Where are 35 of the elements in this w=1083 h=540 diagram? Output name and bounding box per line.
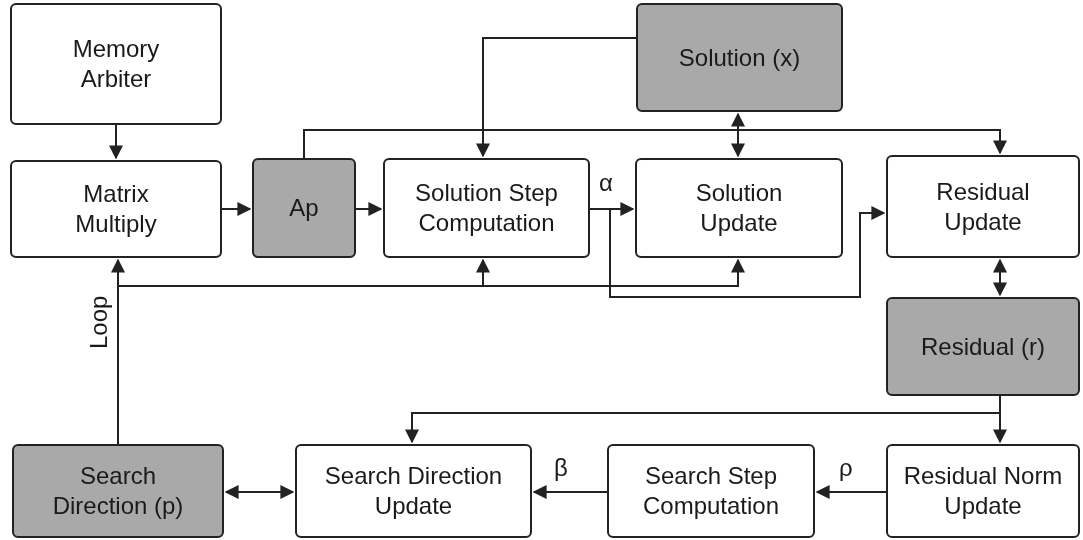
- box-label: Search Direction Update: [323, 461, 504, 521]
- arrow: [476, 37, 637, 158]
- process-box: [383, 158, 590, 258]
- process-box: [886, 297, 1080, 396]
- box-label: Residual Update: [935, 176, 1031, 237]
- arrow: [221, 202, 252, 216]
- box-label: Search Step Computation: [641, 461, 781, 521]
- process-box: [10, 3, 222, 125]
- box-label: Matrix Multiply: [74, 179, 158, 239]
- box-label: Solution Update: [694, 178, 784, 238]
- process-box: [12, 444, 224, 538]
- process-box: [252, 158, 356, 258]
- arrow: [303, 129, 1007, 159]
- process-box: [636, 3, 843, 112]
- arrow: [355, 202, 383, 216]
- box-label: Memory Arbiter: [71, 34, 161, 94]
- arrow: [815, 485, 887, 499]
- arrow: [993, 258, 1007, 297]
- process-box: [635, 158, 843, 258]
- box-label: Ap: [288, 193, 320, 223]
- process-box: [10, 160, 222, 258]
- process-box: [607, 444, 815, 538]
- process-box: [886, 155, 1080, 258]
- box-label: Solution Step Computation: [414, 178, 559, 238]
- box-label: Residual Norm Update: [902, 461, 1064, 521]
- arrow: [224, 485, 295, 499]
- arrow: [731, 112, 745, 158]
- process-box: [886, 444, 1080, 538]
- box-label: Search Direction (p): [51, 461, 185, 521]
- box-label: Residual (r): [920, 331, 1046, 362]
- arrow: [109, 124, 123, 160]
- edge-label: β: [553, 455, 569, 481]
- process-box: [295, 444, 532, 538]
- arrow: [532, 485, 608, 499]
- box-label: Solution (x): [677, 42, 802, 73]
